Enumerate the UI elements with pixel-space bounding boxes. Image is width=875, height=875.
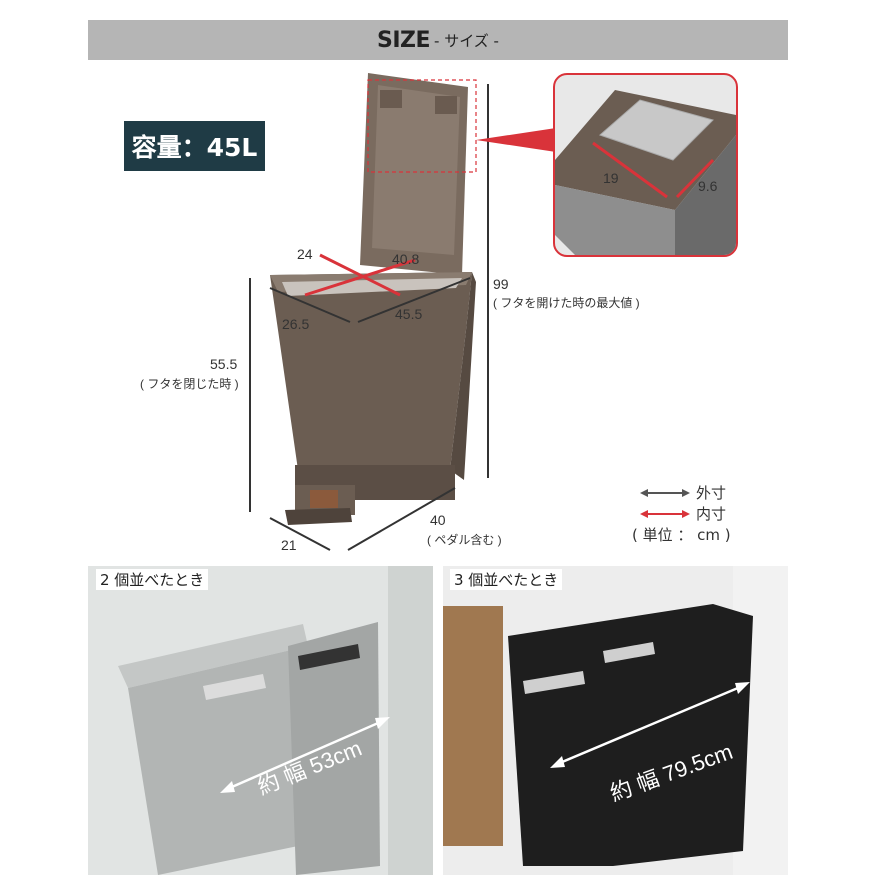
dim-top-width: 26.5 [282,316,310,332]
inner-depth-arrow [304,258,416,297]
photo-two-bins [88,566,433,875]
product-illustration [249,73,489,551]
top-width-arrow [269,287,351,323]
three-width-arrow [550,682,750,768]
base-depth-arrow [347,487,456,551]
bin-lid [360,73,468,275]
photo-three-label: 3 個並べたとき [450,569,563,590]
inner-width-arrow [319,253,401,297]
dim-lid-width: 19 [603,170,619,186]
legend: 外寸 内寸 ( 単位 ： cm ) [632,482,731,545]
base-width-arrow [269,517,331,551]
dim-base-width: 21 [281,537,297,553]
lid-zoom-image [555,90,736,255]
lid-depth-arrow [675,158,715,199]
dim-lid-depth: 9.6 [698,178,718,194]
legend-unit: ( 単位 ： cm ) [632,526,731,544]
title-main: SIZE [377,27,431,53]
photo-three-bins-image [443,566,788,875]
inner-arrow-icon [640,509,690,518]
dim-inner-depth: 40.8 [392,251,420,267]
bin-body [270,272,476,525]
lid-callout-box [367,79,477,173]
lid-zoom-inset [553,73,738,257]
legend-outer-label: 外寸 [696,484,727,502]
dim-top-depth: 45.5 [395,306,423,322]
legend-inner-label: 内寸 [696,505,727,523]
dim-height-open: 99 [493,276,509,292]
callout-connector [476,128,556,152]
legend-inner: 内寸 [640,503,731,524]
top-depth-arrow [357,277,471,323]
dim-height-closed: 55.5 [210,356,238,372]
title-bar: SIZE - サイズ - [88,20,788,60]
dim-inner-width: 24 [297,246,313,262]
photo-three-bins [443,566,788,875]
dim-height-closed-note: ( フタを閉じた時 ) [140,377,239,391]
two-width-arrow [220,717,390,793]
photo-two-label: 2 個並べたとき [96,569,209,590]
photo-two-bins-image [88,566,433,875]
outer-arrow-icon [640,488,690,497]
title-sub: - サイズ - [434,31,499,50]
dim-base-depth: 40 [430,512,446,528]
capacity-badge: 容量：45L [124,121,265,171]
legend-outer: 外寸 [640,482,731,503]
dim-height-open-note: ( フタを開けた時の最大値 ) [493,296,640,310]
dim-base-depth-note: ( ペダル含む ) [427,533,502,547]
lid-width-arrow [592,141,668,199]
